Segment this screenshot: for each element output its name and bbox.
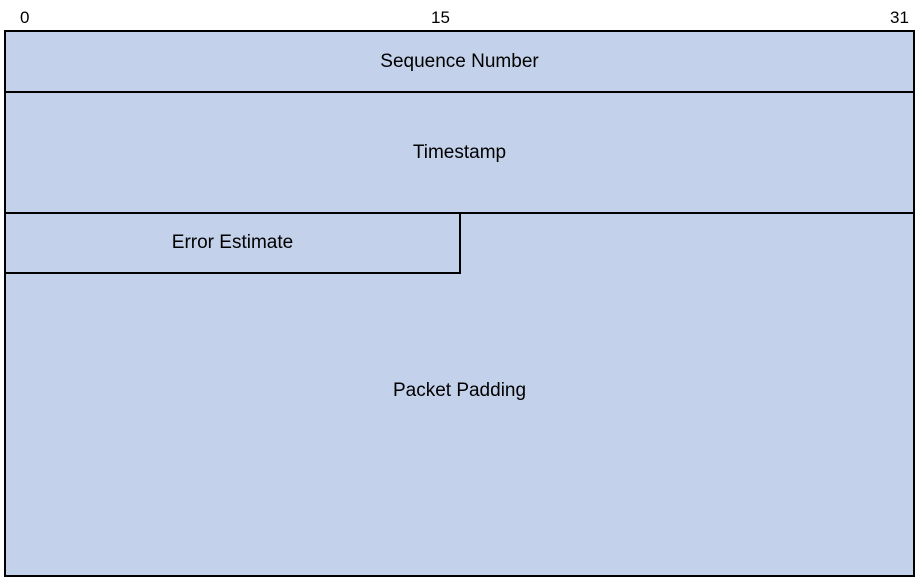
- timestamp-field: Timestamp: [4, 91, 915, 214]
- packet-padding-label: Packet Padding: [392, 380, 527, 401]
- sequence-number-label: Sequence Number: [380, 50, 539, 72]
- error-estimate-label: Error Estimate: [171, 232, 294, 253]
- error-estimate-field: Error Estimate: [4, 212, 461, 274]
- bit-label-31: 31: [890, 8, 909, 27]
- timestamp-label: Timestamp: [412, 141, 507, 163]
- sequence-number-field: Sequence Number: [4, 30, 915, 93]
- bit-label-0: 0: [20, 8, 30, 27]
- bit-label-15: 15: [431, 8, 450, 27]
